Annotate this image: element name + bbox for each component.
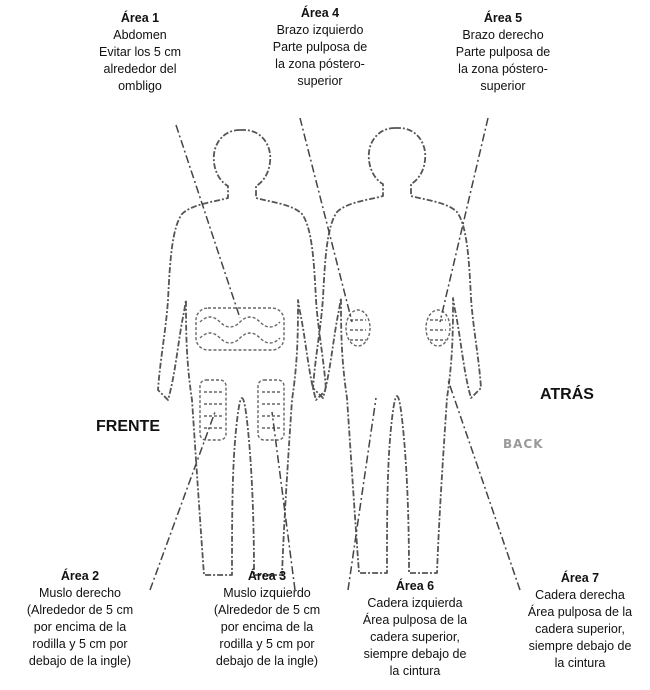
area-1-line: Abdomen — [60, 27, 220, 44]
area-5-line: la zona póstero- — [423, 61, 583, 78]
area-7-line: Cadera derecha — [510, 587, 650, 604]
area-5-title: Área 5 — [423, 10, 583, 27]
area-7-title: Área 7 — [510, 570, 650, 587]
area-3-line: (Alrededor de 5 cm — [192, 602, 342, 619]
area-6-title: Área 6 — [340, 578, 490, 595]
front-body-outline — [158, 130, 326, 575]
area-4-label: Área 4 Brazo izquierdo Parte pulposa de … — [240, 5, 400, 90]
area-2-line: rodilla y 5 cm por — [5, 636, 155, 653]
area-7-line: la cintura — [510, 655, 650, 672]
front-abdomen-scribble — [200, 317, 280, 343]
back-arm-scribbles — [350, 320, 446, 340]
back-body-outline — [313, 128, 481, 573]
area-3-line: Muslo izquierdo — [192, 585, 342, 602]
pointer-area2 — [150, 412, 215, 590]
area-1-title: Área 1 — [60, 10, 220, 27]
area-6-line: la cintura — [340, 663, 490, 680]
area-2-line: debajo de la ingle) — [5, 653, 155, 670]
area-6-line: cadera superior, — [340, 629, 490, 646]
area-1-line: ombligo — [60, 78, 220, 95]
back-english-label: BACK — [503, 437, 544, 451]
area-1-line: alrededor del — [60, 61, 220, 78]
area-7-line: siempre debajo de — [510, 638, 650, 655]
area-5-line: superior — [423, 78, 583, 95]
front-thigh-zone-right — [200, 380, 226, 440]
area-4-title: Área 4 — [240, 5, 400, 22]
pointer-area1 — [176, 125, 240, 318]
area-3-line: debajo de la ingle) — [192, 653, 342, 670]
area-2-line: Muslo derecho — [5, 585, 155, 602]
pointer-area5 — [440, 118, 488, 322]
area-4-line: superior — [240, 73, 400, 90]
area-1-line: Evitar los 5 cm — [60, 44, 220, 61]
front-abdomen-zone — [196, 308, 284, 350]
area-6-line: Cadera izquierda — [340, 595, 490, 612]
back-label: ATRÁS — [540, 386, 594, 404]
area-3-line: por encima de la — [192, 619, 342, 636]
front-thigh-zone-left — [258, 380, 284, 440]
pointer-area6 — [348, 398, 376, 590]
pointer-area4 — [300, 118, 352, 322]
area-6-line: Área pulposa de la — [340, 612, 490, 629]
pointer-area3 — [272, 412, 295, 590]
front-label: FRENTE — [96, 418, 160, 436]
area-5-line: Parte pulposa de — [423, 44, 583, 61]
area-7-label: Área 7 Cadera derecha Área pulposa de la… — [510, 570, 650, 672]
area-5-line: Brazo derecho — [423, 27, 583, 44]
area-3-label: Área 3 Muslo izquierdo (Alrededor de 5 c… — [192, 568, 342, 670]
area-1-label: Área 1 Abdomen Evitar los 5 cm alrededor… — [60, 10, 220, 95]
area-2-title: Área 2 — [5, 568, 155, 585]
area-6-label: Área 6 Cadera izquierda Área pulposa de … — [340, 578, 490, 680]
area-4-line: la zona póstero- — [240, 56, 400, 73]
area-3-line: rodilla y 5 cm por — [192, 636, 342, 653]
area-6-line: siempre debajo de — [340, 646, 490, 663]
area-2-line: (Alrededor de 5 cm — [5, 602, 155, 619]
area-4-line: Parte pulposa de — [240, 39, 400, 56]
area-2-label: Área 2 Muslo derecho (Alrededor de 5 cm … — [5, 568, 155, 670]
area-2-line: por encima de la — [5, 619, 155, 636]
area-3-title: Área 3 — [192, 568, 342, 585]
area-4-line: Brazo izquierdo — [240, 22, 400, 39]
pointer-area7 — [448, 380, 520, 590]
area-7-line: cadera superior, — [510, 621, 650, 638]
area-5-label: Área 5 Brazo derecho Parte pulposa de la… — [423, 10, 583, 95]
area-7-line: Área pulposa de la — [510, 604, 650, 621]
